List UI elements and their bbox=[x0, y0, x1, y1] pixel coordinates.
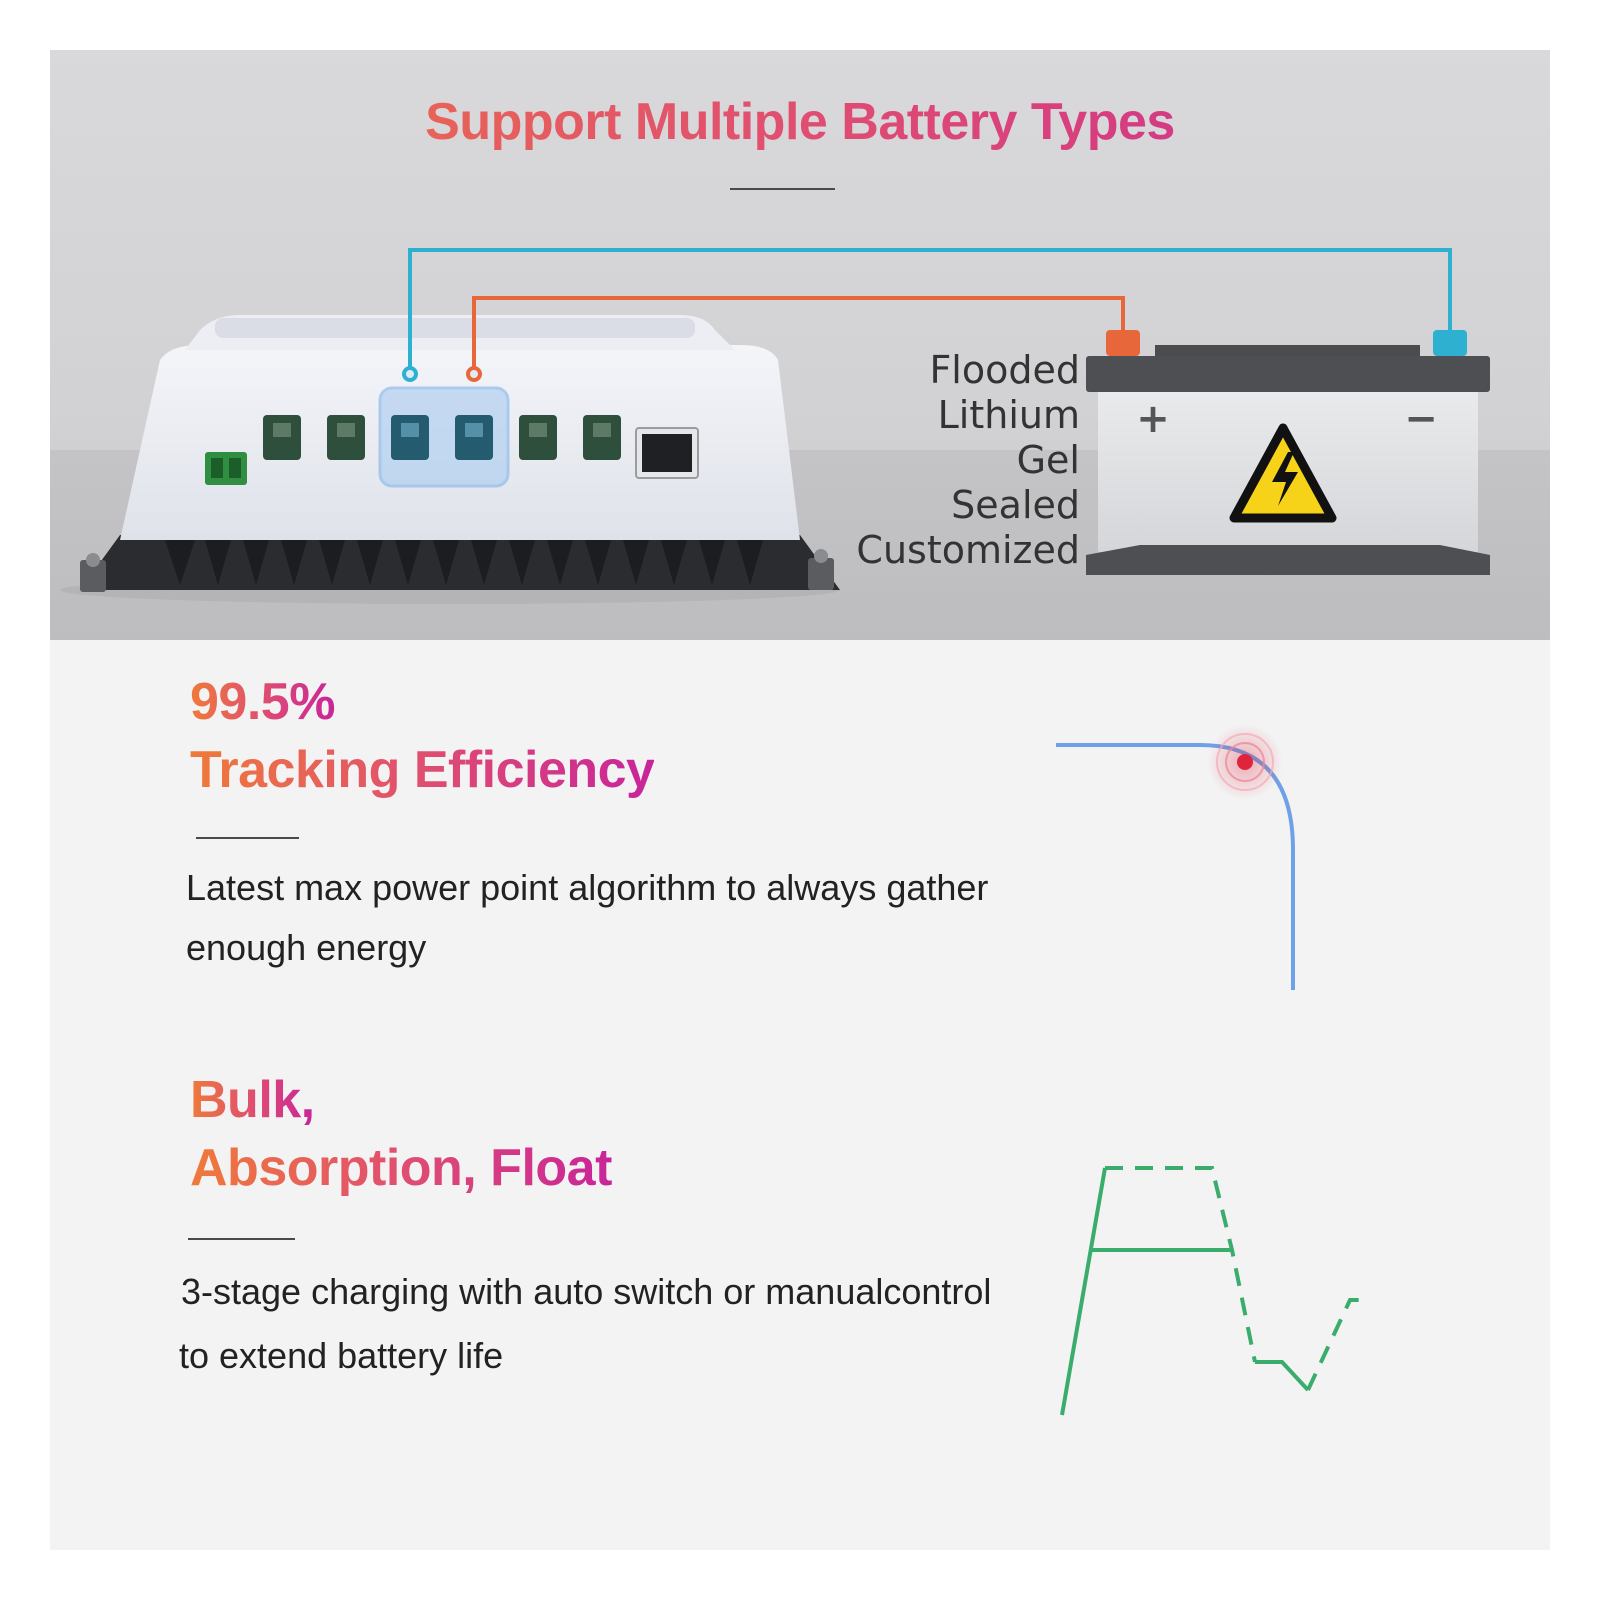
efficiency-divider bbox=[196, 837, 299, 839]
charge-controller bbox=[60, 315, 840, 604]
battery-type-item: Flooded bbox=[929, 348, 1080, 392]
title-divider bbox=[730, 188, 835, 190]
charging-heading-line1: Bulk, bbox=[190, 1066, 315, 1134]
battery-type-item: Gel bbox=[1016, 438, 1080, 482]
wire-negative bbox=[402, 248, 1452, 382]
battery-type-item: Lithium bbox=[937, 393, 1080, 437]
charging-stages-icon bbox=[1060, 1166, 1368, 1416]
efficiency-description-line1: Latest max power point algorithm to alwa… bbox=[186, 867, 989, 908]
battery: + − bbox=[1086, 330, 1490, 575]
charging-description-line2: to extend battery life bbox=[179, 1335, 504, 1376]
page-title: Support Multiple Battery Types bbox=[0, 92, 1600, 152]
charging-divider bbox=[188, 1238, 295, 1240]
battery-type-item: Sealed bbox=[951, 483, 1080, 527]
tracking-curve-icon bbox=[1056, 724, 1295, 990]
lightning-warning-icon bbox=[1229, 423, 1337, 523]
battery-plus-label: + bbox=[1136, 396, 1170, 442]
wire-positive bbox=[466, 296, 1125, 382]
terminal-blocks bbox=[263, 415, 621, 460]
battery-minus-label: − bbox=[1404, 396, 1438, 442]
battery-type-list: Flooded Lithium Gel Sealed Customized bbox=[820, 348, 1080, 573]
efficiency-description-line2: enough energy bbox=[186, 927, 427, 968]
charging-description-line1: 3-stage charging with auto switch or man… bbox=[181, 1271, 992, 1312]
charging-heading-line2: Absorption, Float bbox=[190, 1134, 612, 1202]
heatsink-fins bbox=[165, 540, 763, 585]
battery-type-item: Customized bbox=[856, 528, 1080, 572]
efficiency-value: 99.5% bbox=[190, 668, 335, 736]
efficiency-heading: Tracking Efficiency bbox=[190, 736, 655, 804]
